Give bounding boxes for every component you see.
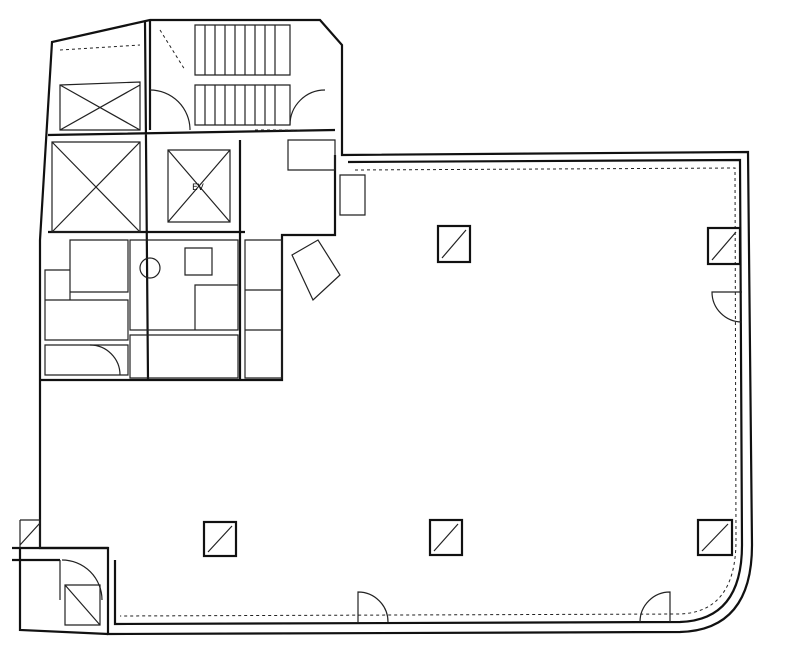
door [711,291,743,323]
door [59,559,103,601]
column [202,520,238,558]
door [639,591,671,623]
outer-wall [12,18,754,636]
core-block: EV [40,20,366,382]
column [428,518,464,557]
doors [59,291,743,626]
column [706,226,742,266]
columns [202,224,742,558]
door [357,591,389,623]
column [696,518,734,557]
column [436,224,472,264]
elevator-label: EV [192,183,205,193]
